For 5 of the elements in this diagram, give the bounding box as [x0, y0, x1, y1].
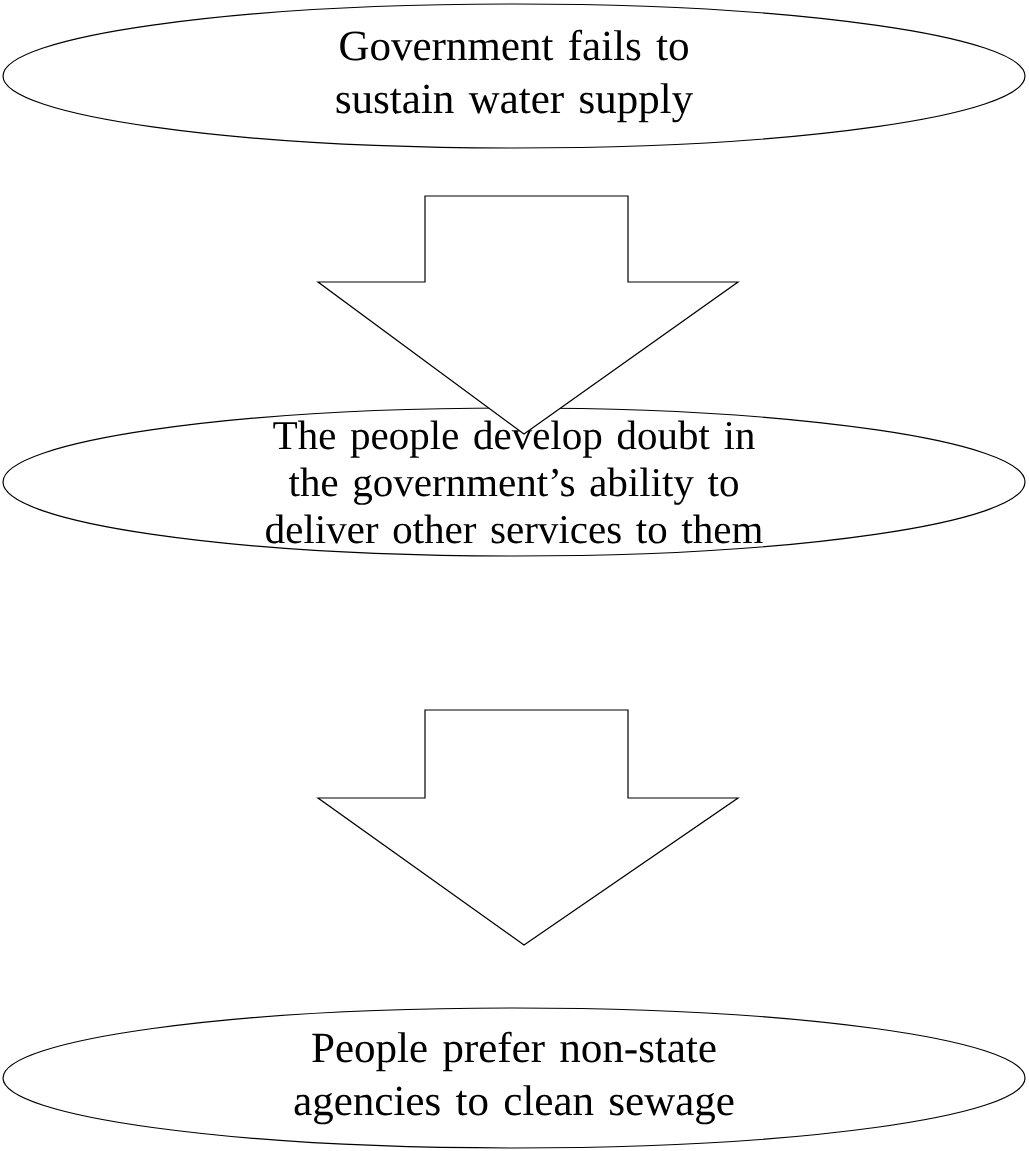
ellipse-node: The people develop doubt in the government’s ability to deliver other services to them [2, 407, 1026, 557]
ellipse-node: People prefer non-state agencies to clean sewage [2, 1007, 1026, 1149]
block-arrow [316, 195, 740, 435]
ellipse-node: Government fails to sustain water supply [2, 3, 1026, 149]
block-arrow [316, 709, 740, 946]
